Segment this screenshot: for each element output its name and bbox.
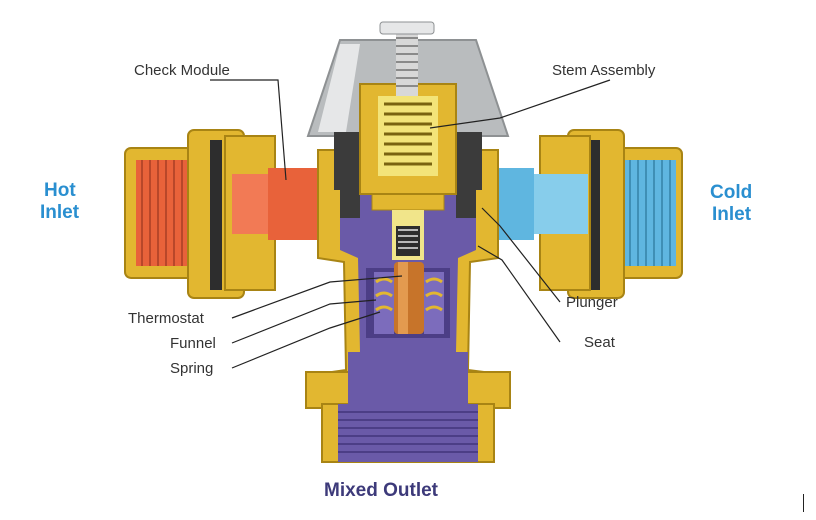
funnel-leader (231, 299, 377, 344)
check-module-label: Check Module (134, 62, 230, 79)
check-module-leader (210, 79, 287, 181)
mixed-outlet-fitting (305, 352, 511, 463)
stem-assembly-label: Stem Assembly (552, 62, 656, 79)
seat-leader (477, 245, 561, 343)
seat-label: Seat (584, 334, 615, 351)
hot-inlet-label-line1: Hot (44, 180, 76, 201)
cold-inlet-fitting (478, 129, 683, 299)
hot-inlet-label-line2: Inlet (40, 202, 80, 223)
thermostat-leader (231, 275, 403, 319)
spring-label: Spring (170, 360, 214, 377)
mixed-outlet-label: Mixed Outlet (324, 480, 439, 501)
funnel-label: Funnel (170, 335, 216, 352)
hot-inlet-fitting (124, 129, 332, 299)
text-cursor (803, 494, 804, 512)
stem-assembly-leader (429, 79, 611, 129)
stem-assembly (306, 21, 510, 195)
valve-body (317, 149, 501, 409)
leader-lines (210, 79, 611, 369)
cold-inlet-label-line2: Inlet (712, 204, 752, 225)
cold-inlet-label-line1: Cold (710, 182, 753, 203)
plunger-label: Plunger (566, 294, 618, 311)
plunger-leader (481, 207, 561, 303)
thermostat-label: Thermostat (128, 310, 204, 327)
spring-leader (231, 311, 381, 369)
